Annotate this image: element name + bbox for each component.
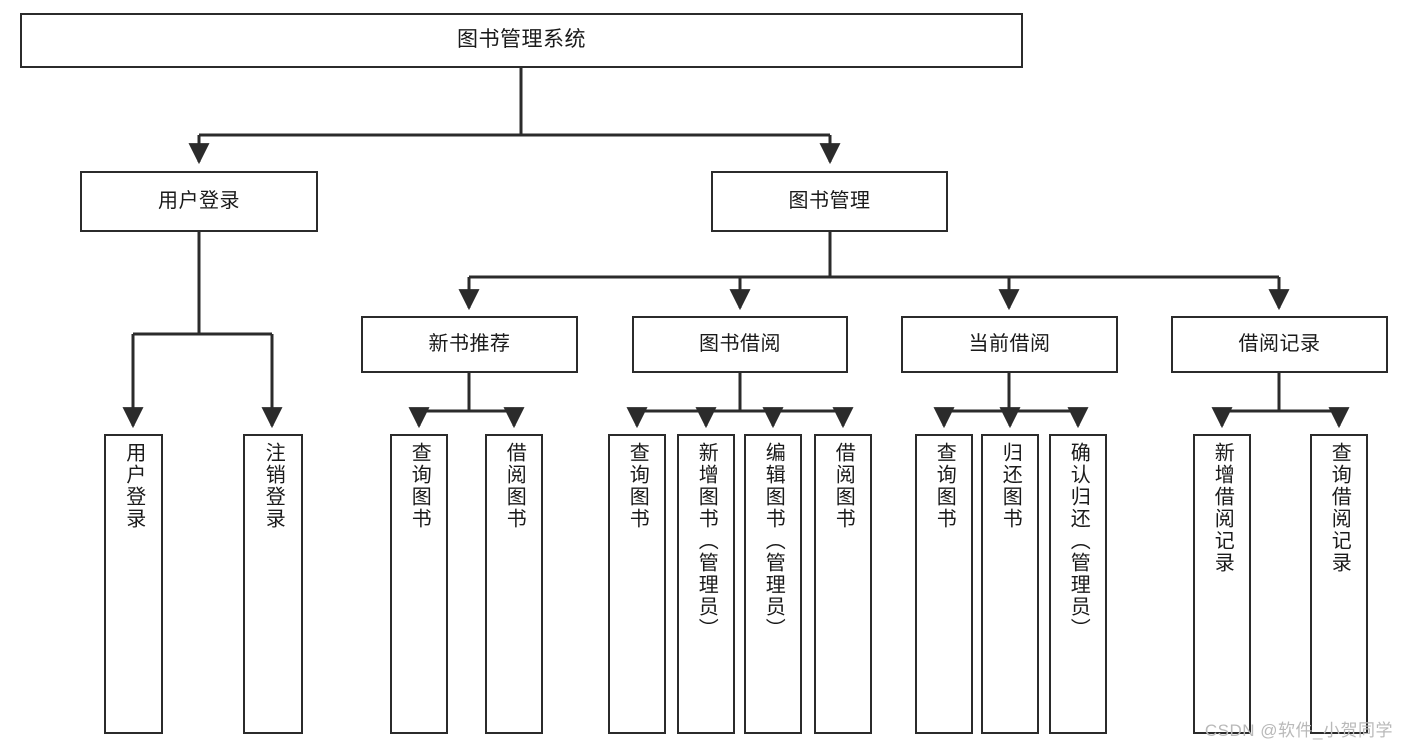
node-user-login-label: 用户登录 <box>158 189 240 212</box>
node-book-manage[interactable]: 图书管理 <box>711 171 948 232</box>
node-leaf-query-book-3[interactable]: 查询图书 <box>915 434 973 734</box>
node-leaf-user-logout[interactable]: 注销登录 <box>243 434 303 734</box>
node-leaf-borrow-book-1-label: 借阅图书 <box>503 442 526 530</box>
watermark-text: CSDN @软件_小贺同学 <box>1204 721 1393 740</box>
node-borrow-record-label: 借阅记录 <box>1238 332 1321 355</box>
node-leaf-borrow-book-1[interactable]: 借阅图书 <box>485 434 543 734</box>
node-book-manage-label: 图书管理 <box>788 189 871 212</box>
node-new-book-recommend-label: 新书推荐 <box>428 332 511 355</box>
node-leaf-return-book[interactable]: 归还图书 <box>981 434 1039 734</box>
node-leaf-confirm-return[interactable]: 确认归还（管理员） <box>1049 434 1107 734</box>
node-user-login[interactable]: 用户登录 <box>80 171 318 232</box>
node-book-borrow[interactable]: 图书借阅 <box>632 316 848 373</box>
node-leaf-user-login[interactable]: 用户登录 <box>104 434 163 734</box>
node-root[interactable]: 图书管理系统 <box>20 13 1023 68</box>
node-leaf-borrow-book-2-label: 借阅图书 <box>832 442 855 530</box>
node-root-label: 图书管理系统 <box>457 28 586 52</box>
node-leaf-edit-book-label: 编辑图书（管理员） <box>762 442 785 640</box>
node-leaf-query-book-1-label: 查询图书 <box>408 442 431 530</box>
node-leaf-query-book-2[interactable]: 查询图书 <box>608 434 666 734</box>
node-leaf-query-book-2-label: 查询图书 <box>626 442 649 530</box>
node-book-borrow-label: 图书借阅 <box>699 332 781 355</box>
node-leaf-confirm-return-label: 确认归还（管理员） <box>1067 442 1090 640</box>
node-leaf-query-book-3-label: 查询图书 <box>933 442 956 530</box>
node-leaf-edit-book[interactable]: 编辑图书（管理员） <box>744 434 802 734</box>
node-leaf-query-book-1[interactable]: 查询图书 <box>390 434 448 734</box>
node-leaf-add-record-label: 新增借阅记录 <box>1211 442 1234 574</box>
node-leaf-user-logout-label: 注销登录 <box>262 442 285 530</box>
node-current-borrow[interactable]: 当前借阅 <box>901 316 1118 373</box>
node-leaf-return-book-label: 归还图书 <box>999 442 1022 530</box>
node-leaf-borrow-book-2[interactable]: 借阅图书 <box>814 434 872 734</box>
node-leaf-add-book-label: 新增图书（管理员） <box>695 442 718 640</box>
node-leaf-add-book[interactable]: 新增图书（管理员） <box>677 434 735 734</box>
node-borrow-record[interactable]: 借阅记录 <box>1171 316 1388 373</box>
node-leaf-add-record[interactable]: 新增借阅记录 <box>1193 434 1251 734</box>
node-leaf-query-record-label: 查询借阅记录 <box>1328 442 1351 574</box>
node-leaf-query-record[interactable]: 查询借阅记录 <box>1310 434 1368 734</box>
node-new-book-recommend[interactable]: 新书推荐 <box>361 316 578 373</box>
node-leaf-user-login-label: 用户登录 <box>122 442 145 530</box>
node-current-borrow-label: 当前借阅 <box>968 332 1051 355</box>
